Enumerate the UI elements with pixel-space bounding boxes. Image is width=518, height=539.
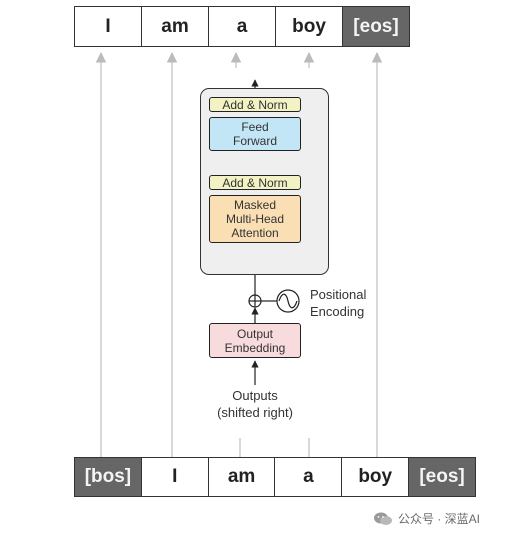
- watermark-text: 公众号 · 深蓝AI: [398, 512, 481, 526]
- add-norm-mid: Add & Norm: [209, 175, 301, 190]
- masked-multi-head-attention-block: Masked Multi-Head Attention: [209, 195, 301, 243]
- watermark: 公众号 · 深蓝AI: [373, 510, 480, 527]
- top-token: a: [209, 7, 276, 46]
- bottom-token: [eos]: [409, 458, 475, 496]
- bottom-token: a: [275, 458, 343, 496]
- bottom-token: boy: [342, 458, 410, 496]
- top-token: I: [75, 7, 142, 46]
- top-token: [eos]: [343, 7, 409, 46]
- outputs-label: Outputs (shifted right): [217, 388, 293, 420]
- top-token: boy: [276, 7, 343, 46]
- wechat-icon: [374, 512, 392, 525]
- bottom-token: I: [141, 458, 209, 496]
- bottom-token: am: [208, 458, 276, 496]
- feed-forward-block: Feed Forward: [209, 117, 301, 151]
- add-norm-top: Add & Norm: [209, 97, 301, 112]
- bottom-token: [bos]: [75, 458, 142, 496]
- positional-encoding-label: Positional Encoding: [310, 287, 367, 319]
- top-token: am: [142, 7, 209, 46]
- output-embedding-block: Output Embedding: [209, 323, 301, 358]
